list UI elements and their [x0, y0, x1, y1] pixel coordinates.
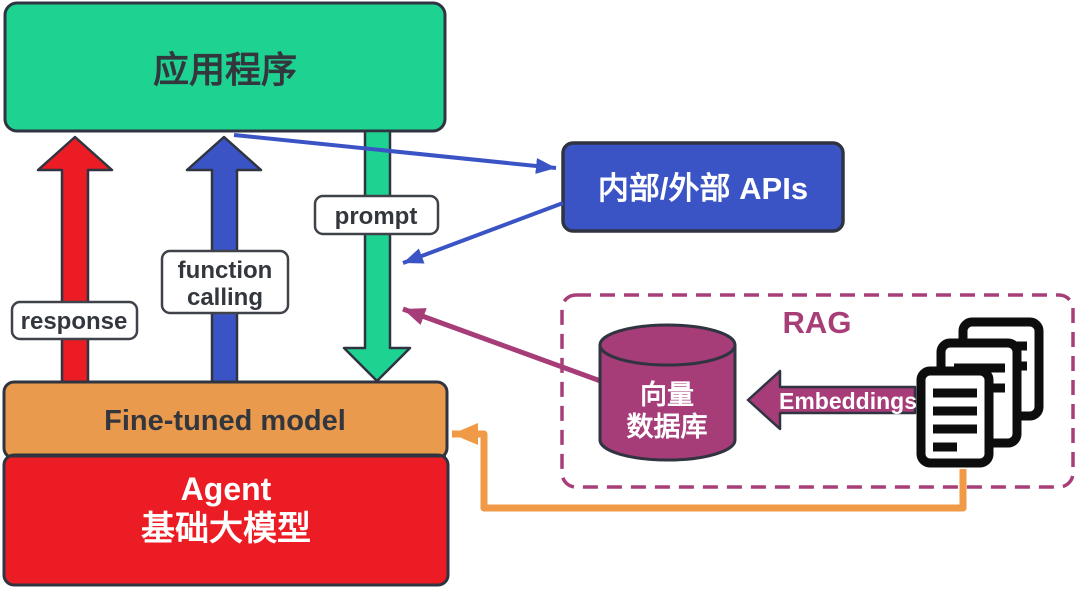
document-stack-icon	[916, 317, 1044, 468]
vector-db-body	[598, 345, 737, 462]
agent-label-line2: 基础大模型	[141, 510, 311, 548]
agent-label-line1: Agent	[181, 471, 272, 507]
apis-box	[561, 141, 845, 233]
prompt-label-pill: prompt	[313, 194, 440, 236]
database-cylinder-icon: 向量 数据库	[598, 323, 737, 462]
response-label: response	[21, 308, 128, 335]
rag-container	[560, 293, 1075, 489]
embeddings-label: Embeddings	[779, 388, 917, 414]
app-to-apis-arrow	[233, 133, 557, 174]
application-box-label: 应用程序	[153, 49, 297, 90]
finetuned-model-label: Fine-tuned model	[104, 405, 346, 437]
response-label-pill: response	[10, 300, 139, 341]
embeddings-arrow	[746, 369, 917, 431]
vector-db-top	[598, 323, 737, 367]
vector-db-label-line2: 数据库	[627, 412, 708, 442]
application-box	[3, 1, 447, 133]
function-calling-label-line1: function	[178, 257, 273, 284]
prompt-label: prompt	[335, 203, 418, 230]
vector-db-label-line1: 向量	[640, 379, 694, 410]
rag-title: RAG	[783, 305, 852, 340]
function-calling-label-line2: calling	[187, 284, 263, 311]
vectordb-to-prompt-arrow	[402, 306, 607, 386]
function-calling-label-pill: function calling	[160, 249, 290, 315]
apis-to-prompt-arrow	[402, 201, 564, 265]
prompt-arrow	[342, 129, 412, 383]
response-arrow	[36, 135, 114, 386]
apis-box-label: 内部/外部 APIs	[598, 171, 808, 206]
docs-to-model-connector	[452, 423, 967, 512]
